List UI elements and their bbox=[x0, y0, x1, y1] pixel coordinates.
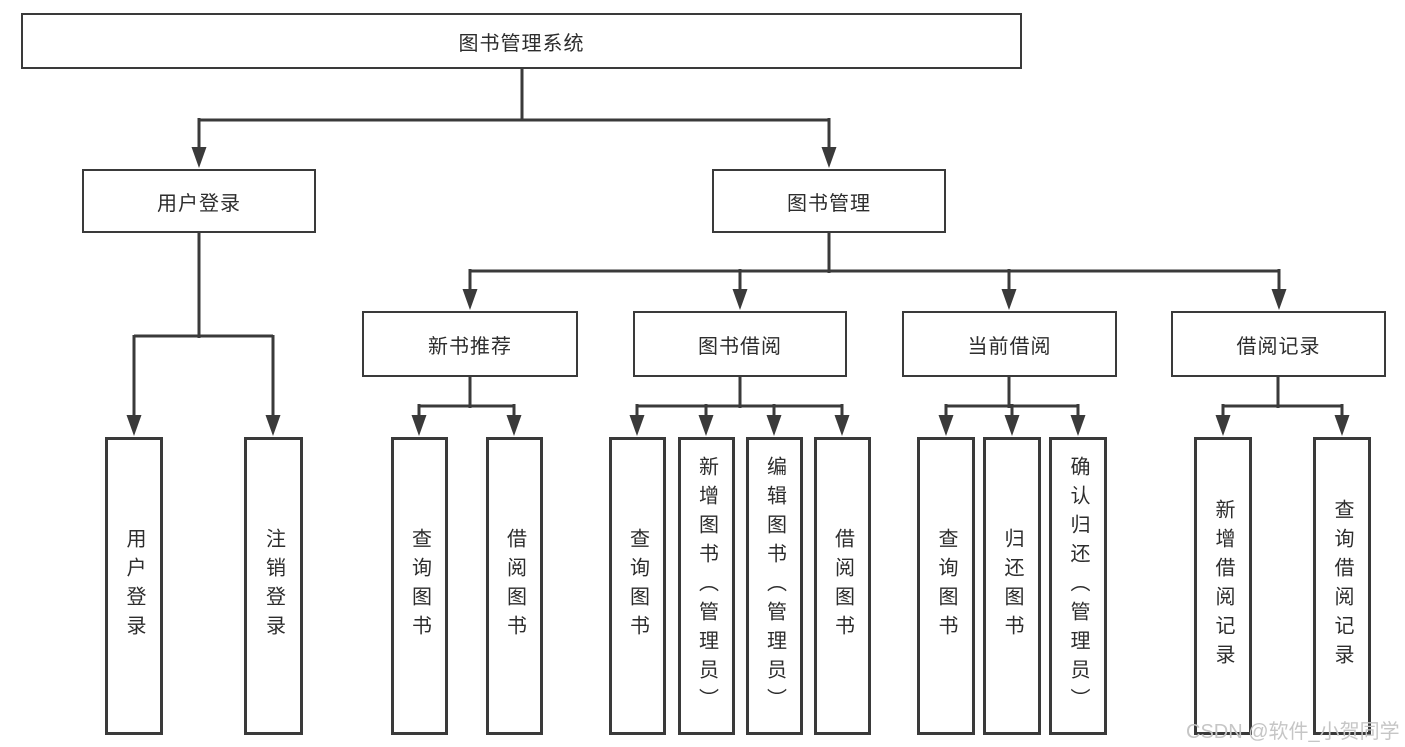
leaf-borrow-books-recommend: 借阅图书 bbox=[486, 437, 543, 735]
leaf-edit-book-admin: 编辑图书（管理员） bbox=[746, 437, 803, 735]
node-book-management: 图书管理 bbox=[712, 169, 946, 233]
leaf-add-borrow-record: 新增借阅记录 bbox=[1194, 437, 1252, 735]
leaf-user-login: 用户登录 bbox=[105, 437, 163, 735]
node-book-borrowing: 图书借阅 bbox=[633, 311, 847, 377]
leaf-return-books: 归还图书 bbox=[983, 437, 1041, 735]
node-root: 图书管理系统 bbox=[21, 13, 1022, 69]
node-new-book-recommend: 新书推荐 bbox=[362, 311, 578, 377]
leaf-logout-login: 注销登录 bbox=[244, 437, 303, 735]
leaf-borrow-books-borrowing: 借阅图书 bbox=[814, 437, 871, 735]
leaf-query-borrow-record: 查询借阅记录 bbox=[1313, 437, 1371, 735]
connector-segments bbox=[132, 69, 1344, 419]
node-current-borrowing: 当前借阅 bbox=[902, 311, 1117, 377]
leaf-confirm-return-admin: 确认归还（管理员） bbox=[1049, 437, 1107, 735]
arrowheads bbox=[126, 147, 1350, 436]
leaf-query-books-borrowing: 查询图书 bbox=[609, 437, 666, 735]
leaf-query-books-recommend: 查询图书 bbox=[391, 437, 448, 735]
node-borrowing-records: 借阅记录 bbox=[1171, 311, 1386, 377]
node-user-login: 用户登录 bbox=[82, 169, 316, 233]
leaf-query-books-current: 查询图书 bbox=[917, 437, 975, 735]
csdn-watermark: CSDN @软件_小贺同学 bbox=[1186, 721, 1400, 743]
leaf-add-book-admin: 新增图书（管理员） bbox=[678, 437, 735, 735]
